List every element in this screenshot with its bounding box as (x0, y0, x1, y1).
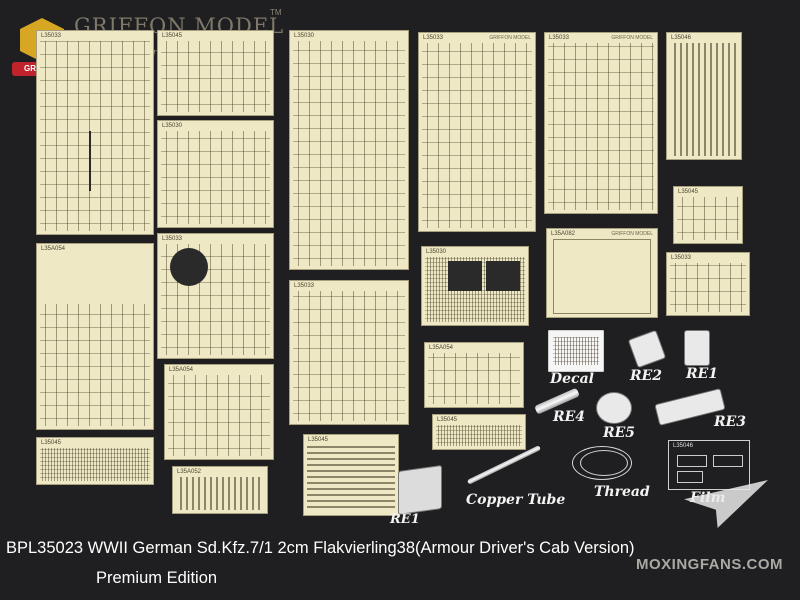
fret-parts (161, 131, 270, 224)
copper-tube-label: Copper Tube (466, 492, 566, 508)
fret-code: L35045 (308, 437, 329, 443)
fret-parts (548, 43, 654, 210)
fret-code: L35A054 (169, 367, 194, 373)
re5-label: RE5 (603, 425, 636, 441)
etched-fret: L35033 (36, 30, 154, 235)
fret-parts (670, 43, 738, 156)
re1-bottom-label: RE1 (390, 512, 420, 527)
fret-parts (161, 41, 270, 112)
fret-parts (553, 239, 651, 314)
etched-fret: L35030 (157, 120, 274, 228)
fret-code: L35045 (678, 189, 699, 195)
etched-fret: L35030 (289, 30, 409, 270)
etched-fret: L35A082 GRIFFON MODEL (546, 228, 658, 318)
fret-parts (40, 41, 150, 231)
fret-code: L35033 (549, 35, 570, 41)
watermark: MOXINGFANS.COM (636, 556, 784, 573)
etched-fret: L35045 (36, 437, 154, 485)
re4-label: RE4 (553, 409, 586, 425)
fret-code: L35045 (437, 417, 458, 423)
fret-parts (168, 375, 270, 456)
edition-label: Premium Edition (96, 569, 218, 587)
decal-sheet (548, 330, 604, 372)
etched-fret: L35A054 (164, 364, 274, 460)
etched-fret: L35A054 (424, 342, 524, 408)
fret-code: L35033 (162, 236, 183, 242)
fret-code: L35030 (294, 33, 315, 39)
fret-brand: GRIFFON MODEL (489, 35, 531, 41)
fret-code: L35030 (426, 249, 447, 255)
etched-fret: L35033 (157, 233, 274, 359)
resin-part-re1 (684, 330, 710, 366)
clear-film: L35046 (668, 440, 750, 490)
fret-parts (293, 41, 405, 266)
fret-code: L35046 (671, 35, 692, 41)
thread-coil (572, 446, 632, 480)
etched-fret: L35033 GRIFFON MODEL (418, 32, 536, 232)
fret-parts (40, 448, 150, 481)
resin-part-re5 (596, 392, 632, 424)
re3-label: RE3 (714, 414, 747, 430)
fret-code: L35033 (41, 33, 62, 39)
fret-code: L35A082 (551, 231, 576, 237)
fret-parts (422, 43, 532, 228)
fret-code: L35A054 (429, 345, 454, 351)
product-title: BPL35023 WWII German Sd.Kfz.7/1 2cm Flak… (6, 539, 635, 557)
resin-part-re1-large (398, 464, 442, 516)
fret-code: L35033 (294, 283, 315, 289)
fret-code: L35045 (41, 440, 62, 446)
fret-parts (307, 445, 395, 512)
thread-label: Thread (594, 484, 650, 500)
fret-code: L35033 (423, 35, 444, 41)
fret-parts (670, 263, 746, 312)
etched-fret: L35046 (666, 32, 742, 160)
copper-tube (466, 445, 541, 485)
re1-top-label: RE1 (686, 366, 719, 382)
fret-parts (176, 477, 264, 510)
etched-fret: L35A052 (172, 466, 268, 514)
film-code: L35046 (673, 443, 694, 449)
re2-label: RE2 (630, 368, 663, 384)
fret-parts (428, 353, 520, 404)
etched-fret: L35030 (421, 246, 529, 326)
etched-fret: L35033 (666, 252, 750, 316)
fret-brand: GRIFFON MODEL (611, 231, 653, 237)
fret-code: L35030 (162, 123, 183, 129)
thread-coil-inner (580, 450, 628, 476)
fret-parts (436, 425, 522, 446)
etched-fret: L35A054 (36, 243, 154, 430)
decal-label: Decal (550, 371, 594, 387)
fret-code: L35033 (671, 255, 692, 261)
etched-fret: L35033 (289, 280, 409, 425)
fret-code: L35045 (162, 33, 183, 39)
etched-fret: L35045 (303, 434, 399, 516)
trademark: TM (270, 8, 282, 17)
etched-fret: L35045 (673, 186, 743, 244)
etched-fret: L35045 (157, 30, 274, 116)
etched-fret: L35045 (432, 414, 526, 450)
fret-code: L35A054 (41, 246, 66, 252)
fret-brand: GRIFFON MODEL (611, 35, 653, 41)
etched-fret: L35033 GRIFFON MODEL (544, 32, 658, 214)
fret-parts (293, 291, 405, 421)
resin-part-re2 (627, 329, 667, 369)
fret-code: L35A052 (177, 469, 202, 475)
fret-parts (40, 304, 150, 426)
fret-parts (677, 197, 739, 240)
